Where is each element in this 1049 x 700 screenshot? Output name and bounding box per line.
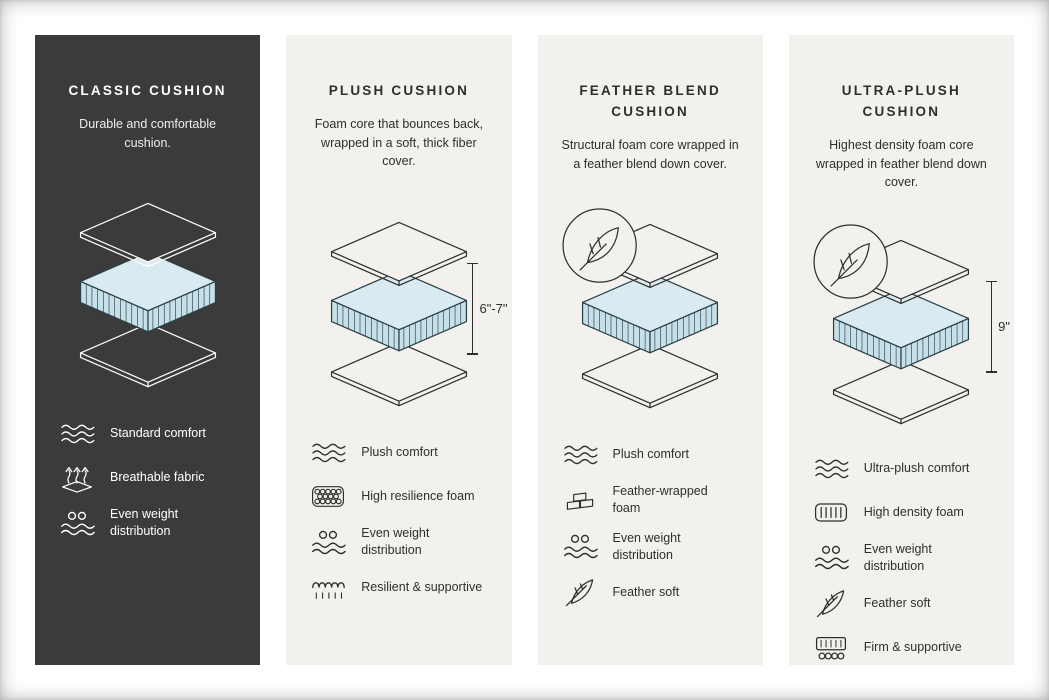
feature-item: High density foam (811, 497, 992, 528)
feature-item: Feather-wrapped foam (560, 483, 741, 517)
feature-item: Ultra-plush comfort (811, 453, 992, 484)
feature-label: Even weight distribution (612, 531, 681, 562)
column-title: FEATHER BLEND CUSHION (579, 83, 721, 119)
waves-icon (811, 457, 851, 480)
waves-icon (308, 441, 348, 464)
column-plush-cushion: PLUSH CUSHION Foam core that bounces bac… (286, 35, 512, 665)
column-description: Durable and comfortable cushion. (79, 116, 217, 150)
feature-label: Ultra-plush comfort (863, 461, 970, 476)
breathable-icon (57, 462, 97, 493)
cushion-layers-diagram (308, 198, 490, 411)
cushion-layers-diagram (562, 208, 741, 413)
waves-icon (560, 443, 600, 466)
cushion-illustration (35, 176, 260, 394)
cushion-illustration: 9" (789, 216, 1014, 429)
feature-item: Plush comfort (560, 439, 741, 470)
foam-cells-icon (308, 484, 348, 509)
column-title: ULTRA-PLUSH CUSHION (841, 83, 961, 119)
cushion-illustration: 6"-7" (286, 195, 511, 413)
dimension-line (987, 280, 996, 373)
cushion-layers-diagram (813, 224, 992, 429)
even-weight-icon (57, 510, 97, 537)
feature-item: Plush comfort (308, 437, 489, 468)
column-description: Foam core that bounces back, wrapped in … (314, 116, 483, 169)
column-title: CLASSIC CUSHION (68, 83, 227, 98)
feature-label: Feather soft (863, 595, 931, 610)
feature-label: Resilient & supportive (361, 579, 483, 594)
dimension-indicator: 9" (987, 280, 1010, 373)
even-weight-icon (560, 533, 600, 560)
dimension-indicator: 6"-7" (468, 262, 508, 355)
feather-badge-icon (813, 224, 889, 299)
column-description: Highest density foam core wrapped in fea… (815, 137, 987, 190)
feature-item: High resilience foam (308, 481, 489, 512)
feather-icon (560, 577, 600, 608)
even-weight-icon (308, 529, 348, 556)
feature-item: Firm & supportive (811, 632, 992, 663)
feature-item: Feather soft (560, 577, 741, 608)
feature-label: Plush comfort (361, 445, 438, 460)
column-title: PLUSH CUSHION (328, 83, 470, 98)
feature-label: Feather soft (612, 584, 680, 599)
even-weight-icon (811, 544, 851, 571)
feature-item: Standard comfort (57, 418, 238, 449)
feature-label: High resilience foam (361, 489, 475, 504)
feature-item: Even weight distribution (560, 530, 741, 564)
firm-icon (811, 634, 851, 661)
dimension-label: 9" (998, 319, 1010, 335)
density-icon (811, 500, 851, 525)
cushion-layers-diagram (57, 179, 239, 392)
feature-label: Firm & supportive (863, 639, 962, 654)
cushion-illustration (538, 197, 763, 415)
feature-label: Breathable fabric (110, 470, 205, 485)
dimension-line (468, 262, 477, 355)
feature-list: Standard comfort Breathable fabric Even … (35, 418, 260, 553)
column-ultra-plush-cushion: ULTRA-PLUSH CUSHION Highest density foam… (788, 35, 1014, 665)
feature-list: Plush comfort High resilience foam Even … (286, 437, 511, 616)
spring-icon (308, 574, 348, 601)
dimension-label: 6"-7" (479, 301, 508, 317)
feather-badge-icon (562, 208, 637, 283)
feature-label: Even weight distribution (110, 507, 179, 539)
feature-list: Plush comfort Feather-wrapped foam Even … (538, 439, 763, 621)
column-classic-cushion: CLASSIC CUSHION Durable and comfortable … (35, 35, 261, 665)
column-feather-blend-cushion: FEATHER BLEND CUSHION Structural foam co… (537, 35, 763, 665)
feature-item: Resilient & supportive (308, 572, 489, 603)
waves-icon (57, 422, 97, 445)
feature-item: Even weight distribution (811, 541, 992, 575)
feature-label: High density foam (863, 505, 964, 520)
column-description: Structural foam core wrapped in a feathe… (561, 137, 739, 171)
feature-label: Feather-wrapped foam (612, 484, 708, 516)
feature-label: Standard comfort (110, 426, 206, 441)
feather-icon (811, 588, 851, 619)
feature-label: Even weight distribution (863, 542, 932, 573)
feature-item: Feather soft (811, 588, 992, 619)
feature-item: Even weight distribution (308, 525, 489, 559)
bricks-icon (560, 487, 600, 514)
feature-item: Even weight distribution (57, 506, 238, 540)
feature-item: Breathable fabric (57, 462, 238, 493)
feature-label: Plush comfort (612, 447, 689, 462)
feature-label: Even weight distribution (361, 526, 430, 558)
feature-list: Ultra-plush comfort High density foam Ev… (789, 453, 1014, 676)
